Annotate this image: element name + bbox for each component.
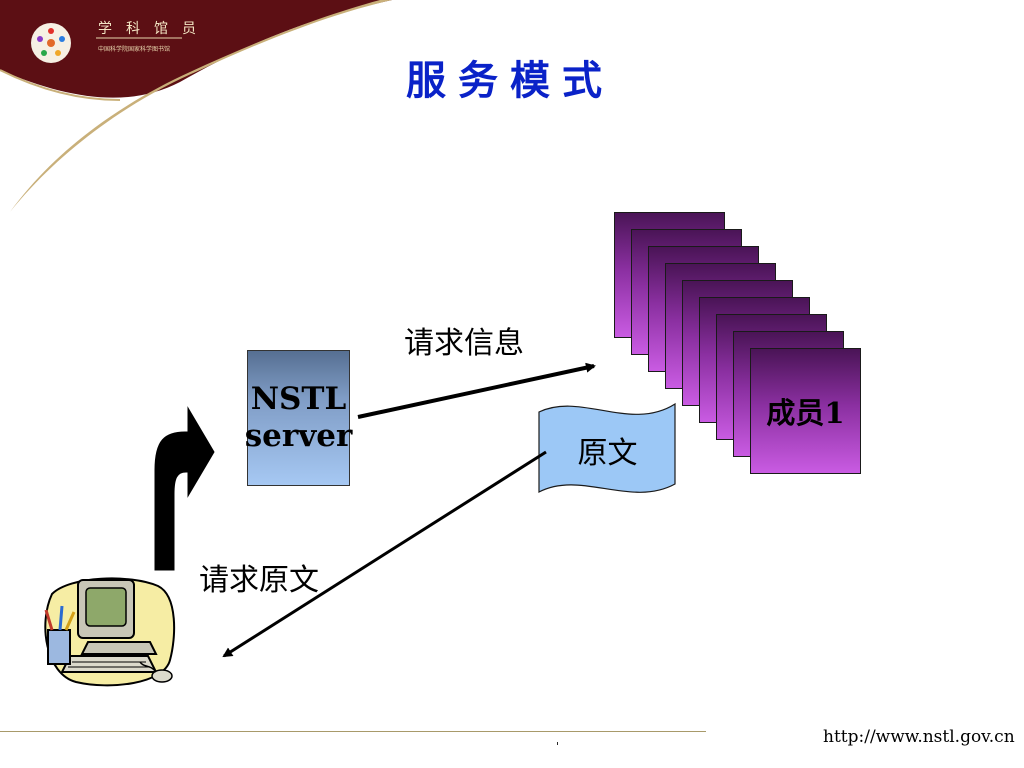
request-info-label: 请求信息 xyxy=(404,326,524,361)
logo-subtitle: 中国科学院国家科学图书馆 xyxy=(98,46,171,53)
server-label: NSTL server xyxy=(244,381,353,454)
nstl-server-box: NSTL server xyxy=(244,350,353,486)
request-info-arrow xyxy=(357,362,596,419)
page-number: ' xyxy=(556,740,560,753)
fulltext-document-shape xyxy=(538,402,676,493)
document-label: 原文 xyxy=(577,436,638,471)
footer-divider xyxy=(0,731,706,732)
slide-title: 服务模式 xyxy=(406,58,614,104)
header-band xyxy=(0,0,392,212)
member-label: 成员1 xyxy=(766,396,845,430)
curved-up-arrow xyxy=(154,406,215,571)
footer-url: http://www.nstl.gov.cn xyxy=(823,727,1015,747)
computer-user-icon xyxy=(44,577,176,687)
logo-title: 学科馆员 xyxy=(98,21,210,37)
logo-icon xyxy=(31,23,71,63)
member-card xyxy=(750,348,861,474)
request-fulltext-label: 请求原文 xyxy=(199,563,319,598)
fulltext-return-arrow xyxy=(222,450,547,658)
